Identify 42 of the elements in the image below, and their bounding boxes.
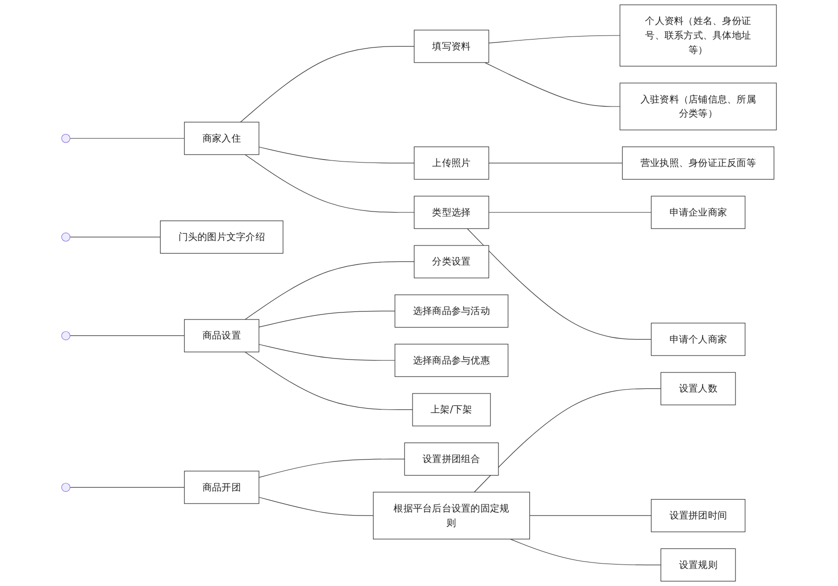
connector bbox=[510, 538, 662, 566]
connector bbox=[258, 344, 396, 361]
node-box: 设置拼团组合 bbox=[404, 442, 499, 476]
connector bbox=[70, 487, 185, 488]
connector bbox=[529, 515, 652, 516]
node-box: 填写资料 bbox=[414, 30, 490, 63]
connector bbox=[488, 35, 620, 44]
connector bbox=[70, 335, 185, 336]
node-box: 商品设置 bbox=[184, 319, 260, 352]
node-box: 根据平台后台设置的固定规则 bbox=[372, 492, 530, 540]
node-box: 选择商品参与活动 bbox=[394, 294, 508, 328]
connector bbox=[258, 146, 414, 164]
node-box: 商品开团 bbox=[184, 470, 260, 504]
connector bbox=[488, 212, 652, 213]
connector bbox=[484, 62, 620, 107]
node-box: 商家入住 bbox=[184, 122, 260, 155]
node-box: 申请企业商家 bbox=[650, 196, 746, 229]
connector bbox=[258, 496, 374, 516]
node-box: 门头的图片文字介绍 bbox=[160, 220, 284, 254]
node-box: 类型选择 bbox=[414, 196, 490, 229]
node-box: 营业执照、身份证正反面等 bbox=[622, 146, 774, 180]
node-box: 个人资料（姓名、身份证号、联系方式、具体地址等） bbox=[620, 4, 777, 66]
connector bbox=[474, 388, 662, 492]
node-box: 申请个人商家 bbox=[650, 322, 746, 356]
connector bbox=[240, 46, 414, 122]
node-box: 上传照片 bbox=[414, 146, 490, 180]
connector bbox=[244, 261, 414, 320]
connector bbox=[258, 458, 405, 478]
connector bbox=[466, 228, 652, 340]
node-box: 上架/下架 bbox=[412, 393, 491, 426]
connector bbox=[244, 352, 413, 410]
connector bbox=[244, 154, 414, 213]
connector bbox=[258, 310, 396, 328]
node-box: 设置拼团时间 bbox=[650, 499, 746, 532]
node-box: 入驻资料（店铺信息、所属分类等） bbox=[620, 82, 777, 130]
node-box: 设置规则 bbox=[660, 548, 736, 582]
connector bbox=[70, 236, 161, 238]
node-box: 分类设置 bbox=[414, 245, 490, 278]
node-box: 选择商品参与优惠 bbox=[394, 344, 508, 377]
connector bbox=[70, 138, 185, 139]
connector bbox=[488, 162, 623, 164]
node-box: 设置人数 bbox=[660, 372, 736, 406]
